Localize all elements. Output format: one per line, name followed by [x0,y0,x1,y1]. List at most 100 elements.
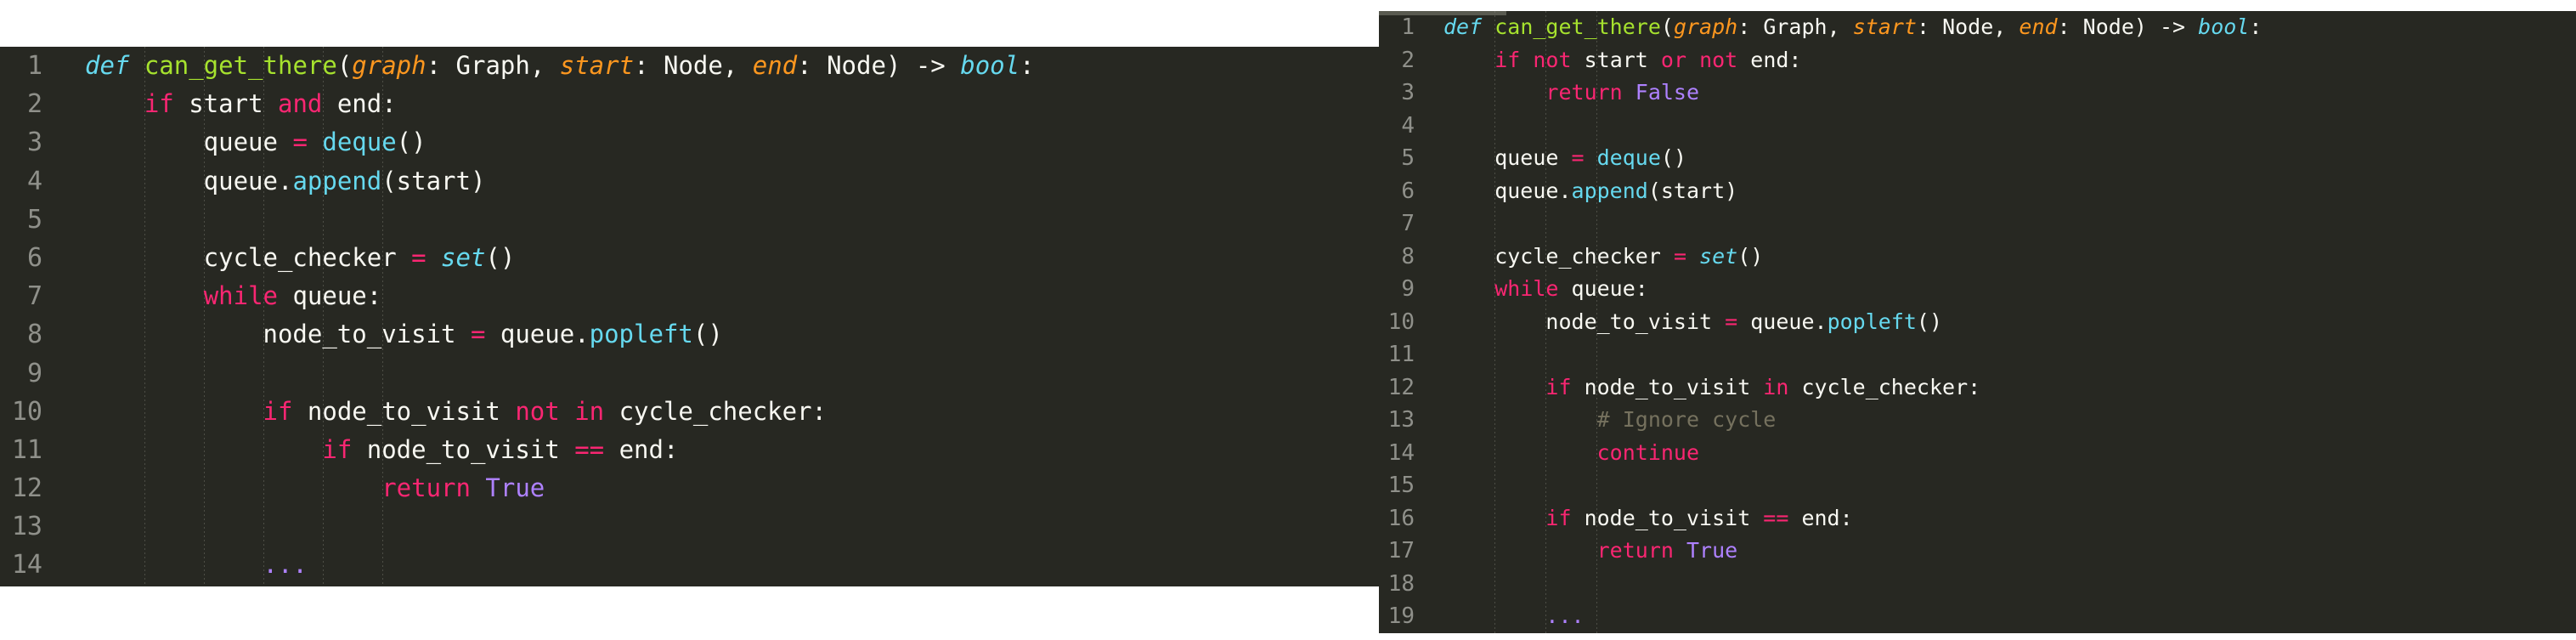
code-line[interactable]: 7 while queue: [0,277,1380,315]
code-token: : [1737,14,1764,39]
code-line[interactable]: 6 cycle_checker = set() [0,239,1380,277]
line-number: 12 [11,473,42,504]
code-line[interactable]: 16 if node_to_visit == end: [1379,502,2576,535]
code-token: -> [2160,14,2199,39]
code-line[interactable]: 2 if start and end: [0,85,1380,123]
code-token: return [381,473,486,503]
code-line[interactable]: 10 if node_to_visit not in cycle_checker… [0,393,1380,431]
code-line-text: cycle_checker = set() [1421,241,2576,274]
code-line[interactable]: 15 [1379,469,2576,502]
code-line[interactable]: 14 ... [0,546,1380,584]
code-token: = [1571,145,1597,170]
code-line[interactable]: 3 return False [1379,76,2576,110]
line-number: 5 [26,204,42,235]
code-token: append [292,166,382,195]
code-token: start [1584,47,1661,72]
code-line[interactable]: 6 queue.append(start) [1379,175,2576,208]
code-token: bool [2198,14,2250,39]
line-number: 13 [1387,407,1415,433]
code-token: , [722,51,753,80]
code-token: cycle_checker [85,242,412,272]
code-token: if [263,396,308,426]
code-token: popleft [589,320,693,349]
line-number: 4 [1401,112,1415,139]
line-number: 6 [26,242,42,273]
code-token [1443,48,1494,72]
code-token: end: [619,434,679,464]
code-line[interactable]: 14 continue [1379,437,2576,470]
code-token: (start) [1647,178,1738,203]
code-line[interactable]: 10 node_to_visit = queue.popleft() [1379,306,2576,339]
code-token: : [426,51,456,80]
code-line[interactable]: 4 queue.append(start) [0,162,1380,201]
code-line-text: return True [1421,535,2576,568]
code-token: Node [827,51,886,80]
line-number: 15 [1387,473,1415,498]
code-line[interactable]: 9 [0,354,1380,393]
code-line[interactable]: 17 return True [1379,535,2576,568]
code-token: node_to_visit [1584,374,1764,399]
code-line[interactable]: 3 queue = deque() [0,123,1380,161]
line-number: 9 [26,358,42,388]
code-token: start [189,89,278,119]
code-token [85,89,144,118]
code-line[interactable]: 4 [1379,110,2576,143]
code-token: or [1660,47,1700,72]
code-token [1443,80,1545,105]
code-line-text: if node_to_visit not in cycle_checker: [49,393,1380,431]
code-token: if [322,434,367,464]
line-number: 11 [11,434,42,465]
code-line-text: if node_to_visit == end: [1421,502,2576,535]
code-line[interactable]: 12 return True [0,469,1380,507]
code-token: not [1533,47,1585,72]
line-number: 10 [11,396,42,427]
code-token: : [1020,51,1035,80]
code-line[interactable]: 13 # Ignore cycle [1379,404,2576,437]
code-token: append [1571,178,1648,203]
code-line[interactable]: 12 if node_to_visit in cycle_checker: [1379,371,2576,405]
code-line[interactable]: 7 [1379,207,2576,241]
code-token [1443,538,1597,563]
line-number: 8 [1401,243,1415,269]
code-line[interactable]: 5 [0,201,1380,239]
line-number: 2 [26,89,42,120]
code-token: : [2057,14,2083,39]
scroll-indicator-right[interactable] [1379,11,1506,15]
code-line[interactable]: 11 if node_to_visit == end: [0,431,1380,469]
code-token: = [1725,309,1751,334]
code-line-text: if start and end: [49,85,1380,123]
code-line-text: ... [49,546,1380,584]
code-line[interactable]: 13 [0,507,1380,546]
code-token: cycle_checker: [619,396,828,426]
line-number: 3 [26,127,42,158]
code-line[interactable]: 2 if not start or not end: [1379,44,2576,77]
code-line-text: def can_get_there(graph: Graph, start: N… [49,47,1380,85]
code-token [1443,407,1597,432]
code-line[interactable]: 19 ... [1379,600,2576,633]
code-line[interactable]: 11 [1379,338,2576,371]
code-line[interactable]: 5 queue = deque() [1379,142,2576,175]
line-number: 10 [1387,309,1415,335]
code-token: (start) [381,166,486,195]
line-number: 14 [1387,439,1415,466]
line-number: 14 [11,550,42,581]
code-line[interactable]: 9 while queue: [1379,273,2576,306]
line-number: 1 [1401,14,1415,40]
code-line-text: node_to_visit = queue.popleft() [49,315,1380,354]
line-number: 17 [1387,538,1415,564]
line-number: 6 [1401,178,1415,204]
code-token: def [85,51,144,80]
code-token: popleft [1827,309,1917,334]
line-number: 9 [1401,276,1415,302]
code-line[interactable]: 8 cycle_checker = set() [1379,241,2576,274]
code-token [85,281,204,310]
code-line[interactable]: 18 [1379,568,2576,601]
code-line[interactable]: 8 node_to_visit = queue.popleft() [0,315,1380,354]
code-token [1443,603,1545,628]
